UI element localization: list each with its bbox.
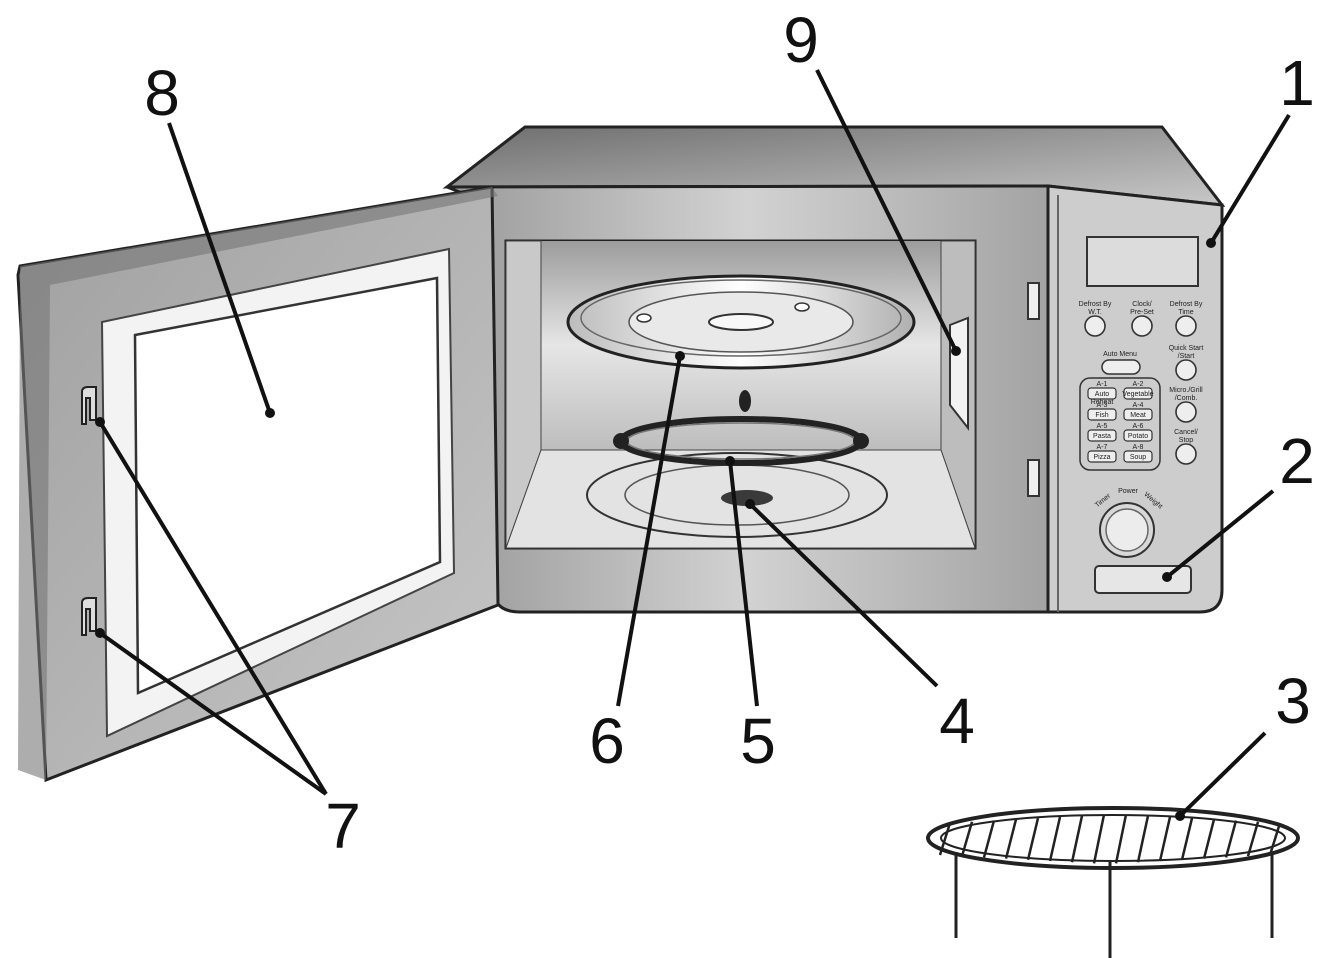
rack-bar (1092, 814, 1106, 864)
keypad-label: Potato (1128, 433, 1148, 440)
callout-8: 8 (144, 57, 180, 129)
keypad-button[interactable] (1123, 429, 1153, 442)
keypad-label: Vegetable (1122, 391, 1153, 398)
rack-bar (1268, 822, 1282, 856)
right-button-label: Micro./Grill/Comb. (1169, 387, 1203, 402)
callout-5: 5 (740, 705, 776, 777)
rack-bar (1224, 820, 1238, 858)
callout-9: 9 (783, 4, 819, 76)
right-button[interactable] (1175, 443, 1197, 465)
keypad-code: A-4 (1133, 402, 1144, 409)
rack-bar (1202, 819, 1216, 859)
right-button-label: Quick Start/Start (1169, 345, 1204, 360)
callout-2: 2 (1279, 425, 1315, 497)
callout-3: 3 (1275, 665, 1311, 737)
keypad-button[interactable] (1087, 387, 1117, 400)
top-button-label: Clock/Pre-Set (1130, 301, 1154, 316)
rack-bar (960, 821, 974, 857)
display-window (1086, 236, 1199, 287)
latch-slot-bottom (1027, 459, 1040, 497)
callout-numbers: 1 2 3 4 5 6 7 8 9 (144, 4, 1315, 862)
keypad-code: A-3 (1097, 402, 1108, 409)
callout-1: 1 (1279, 47, 1315, 119)
rack-bar (1114, 814, 1128, 864)
keypad-code: A-6 (1133, 423, 1144, 430)
rack-bar (982, 820, 996, 858)
grill-rack (926, 806, 1300, 958)
top-button[interactable] (1131, 315, 1153, 337)
keypad-label: Pasta (1093, 433, 1111, 440)
keypad-button[interactable] (1087, 450, 1117, 463)
dial-label-power: Power (1118, 488, 1139, 495)
rack-bar (1026, 817, 1040, 861)
callout-4: 4 (939, 685, 975, 757)
top-button[interactable] (1084, 315, 1106, 337)
keypad-button[interactable] (1087, 429, 1117, 442)
callout-6: 6 (589, 705, 625, 777)
right-button-label: Cancel/Stop (1174, 429, 1198, 444)
rack-bar (1246, 821, 1260, 857)
keypad-button[interactable] (1123, 450, 1153, 463)
keypad-label: Fish (1095, 412, 1108, 419)
callout-7: 7 (325, 790, 361, 862)
door-hook-top (81, 386, 97, 425)
keypad-code: A-8 (1133, 444, 1144, 451)
keypad-code: A-7 (1097, 444, 1108, 451)
top-button[interactable] (1175, 315, 1197, 337)
rack-bar (1158, 816, 1172, 862)
leader-lines (95, 69, 1291, 821)
keypad-code: A-2 (1133, 381, 1144, 388)
right-button[interactable] (1175, 359, 1197, 381)
keypad-button[interactable] (1123, 387, 1153, 400)
right-button[interactable] (1175, 401, 1197, 423)
keypad-label: Pizza (1093, 454, 1110, 461)
oven-door (16, 185, 500, 783)
door-hook-bottom (81, 597, 97, 636)
keypad-label: Meat (1130, 412, 1146, 419)
keypad-code: A-1 (1097, 381, 1108, 388)
oven-cavity (504, 239, 977, 550)
auto-menu-label: Auto Menu (1103, 351, 1137, 358)
door-window (133, 276, 442, 695)
keypad-button[interactable] (1123, 408, 1153, 421)
rack-bar (1180, 817, 1194, 861)
auto-menu-button-group: Auto Menu (1101, 351, 1141, 375)
latch-slot-top (1027, 282, 1040, 320)
rack-bar (1136, 815, 1150, 863)
auto-menu-button[interactable] (1101, 359, 1141, 375)
rack-bar (1004, 819, 1018, 859)
rack-bar (1048, 816, 1062, 862)
rack-bar (938, 822, 952, 856)
keypad-code: A-5 (1097, 423, 1108, 430)
rack-bar (1070, 815, 1084, 863)
keypad-button[interactable] (1087, 408, 1117, 421)
keypad-label: Soup (1130, 454, 1146, 461)
